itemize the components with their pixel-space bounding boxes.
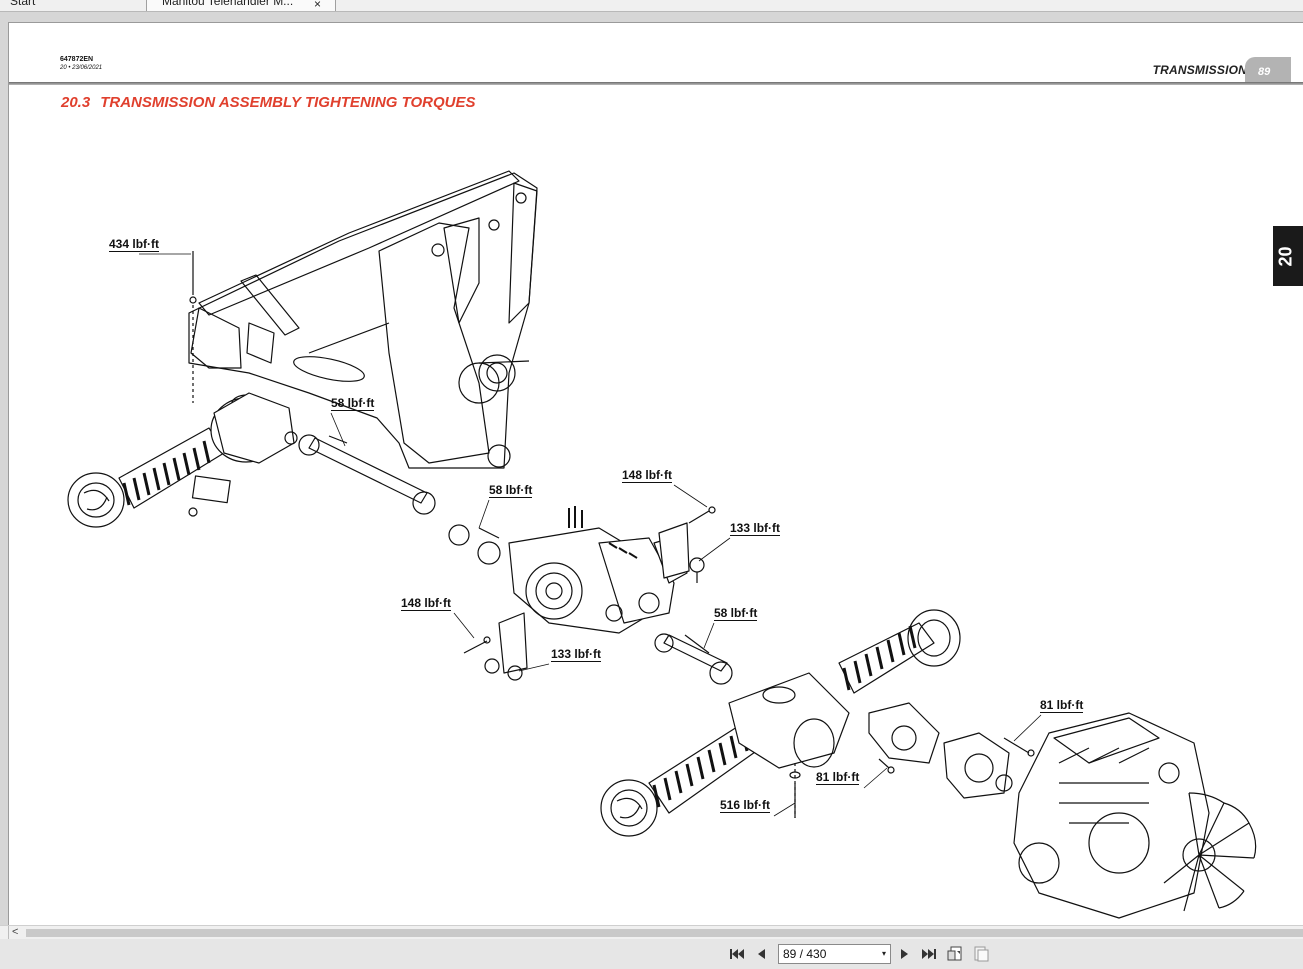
page-navigation-bar: 89 / 430 ▾ [0, 939, 1303, 969]
tab-start-label: Start [10, 0, 36, 8]
page-number: 89 [1258, 66, 1271, 78]
doc-date: 20 • 23/06/2021 [60, 65, 103, 71]
doc-code: 647872EN [60, 56, 94, 63]
heading-text: TRANSMISSION ASSEMBLY TIGHTENING TORQUES [100, 94, 476, 111]
torque-callout-81-lower: 81 lbf·ft [816, 770, 860, 785]
front-axle [67, 392, 295, 528]
previous-page-button[interactable] [752, 946, 770, 962]
first-page-button[interactable] [728, 946, 746, 962]
previous-page-icon [758, 949, 765, 959]
gearbox-unit [508, 506, 688, 634]
page-heading: 20.3 TRANSMISSION ASSEMBLY TIGHTENING TOR… [61, 94, 476, 111]
scrollbar-thumb[interactable] [26, 929, 1303, 937]
chevron-down-icon: ▾ [881, 949, 886, 958]
torque-callout-133-upper: 133 lbf·ft [730, 521, 781, 536]
fit-width-button[interactable] [972, 946, 990, 962]
last-page-button[interactable] [920, 946, 938, 962]
section-title: TRANSMISSION [1152, 63, 1247, 77]
torque-callout-133-lower: 133 lbf·ft [551, 647, 602, 662]
last-page-icon [922, 949, 936, 959]
first-page-icon [730, 949, 744, 959]
mount-bracket-upper [658, 506, 716, 583]
horizontal-scrollbar[interactable]: < [0, 925, 1303, 939]
engine-block [1013, 712, 1257, 919]
page-number-select[interactable]: 89 / 430 ▾ [778, 944, 891, 964]
transmission-exploded-diagram [67, 170, 1257, 919]
torque-callout-58-front: 58 lbf·ft [331, 396, 375, 411]
fit-width-icon [974, 946, 989, 962]
front-propshaft [284, 431, 501, 565]
next-page-icon [901, 949, 908, 959]
fit-page-button[interactable] [946, 946, 964, 962]
torque-callout-148-upper: 148 lbf·ft [622, 468, 673, 483]
chassis-frame [188, 170, 538, 469]
torque-callout-58-rear: 58 lbf·ft [714, 606, 758, 621]
torque-callout-58-mid: 58 lbf·ft [489, 483, 533, 498]
next-page-button[interactable] [896, 946, 914, 962]
mount-bracket-lower [463, 612, 528, 681]
tab-start[interactable]: Start [10, 0, 130, 11]
torque-callout-81-upper: 81 lbf·ft [1040, 698, 1084, 713]
tab-strip: Start Manitou Telehandler M... × [0, 0, 1303, 12]
torque-callout-434: 434 lbf·ft [109, 237, 160, 252]
chapter-tab: 20 [1273, 226, 1303, 286]
rear-propshaft [654, 633, 733, 685]
hydraulic-pumps [868, 702, 1035, 799]
leader-lines [139, 253, 1042, 817]
torque-callout-148-lower: 148 lbf·ft [401, 596, 452, 611]
close-tab-icon[interactable]: × [314, 0, 322, 11]
document-page: 647872EN 20 • 23/06/2021 TRANSMISSION 89… [8, 22, 1303, 925]
tab-document[interactable]: Manitou Telehandler M... [146, 0, 336, 11]
header-rule [9, 82, 1303, 85]
document-viewport[interactable]: 647872EN 20 • 23/06/2021 TRANSMISSION 89… [0, 12, 1303, 925]
torque-callout-516: 516 lbf·ft [720, 798, 771, 813]
scrollbar-corner [0, 926, 9, 939]
fit-page-icon [947, 946, 962, 961]
page-indicator: 89 / 430 [783, 947, 827, 961]
tab-document-label: Manitou Telehandler M... [162, 0, 294, 8]
page-number-tab: 89 [1245, 57, 1291, 83]
heading-number: 20.3 [61, 94, 91, 111]
rear-axle [600, 609, 961, 837]
scroll-left-button[interactable]: < [12, 926, 19, 938]
